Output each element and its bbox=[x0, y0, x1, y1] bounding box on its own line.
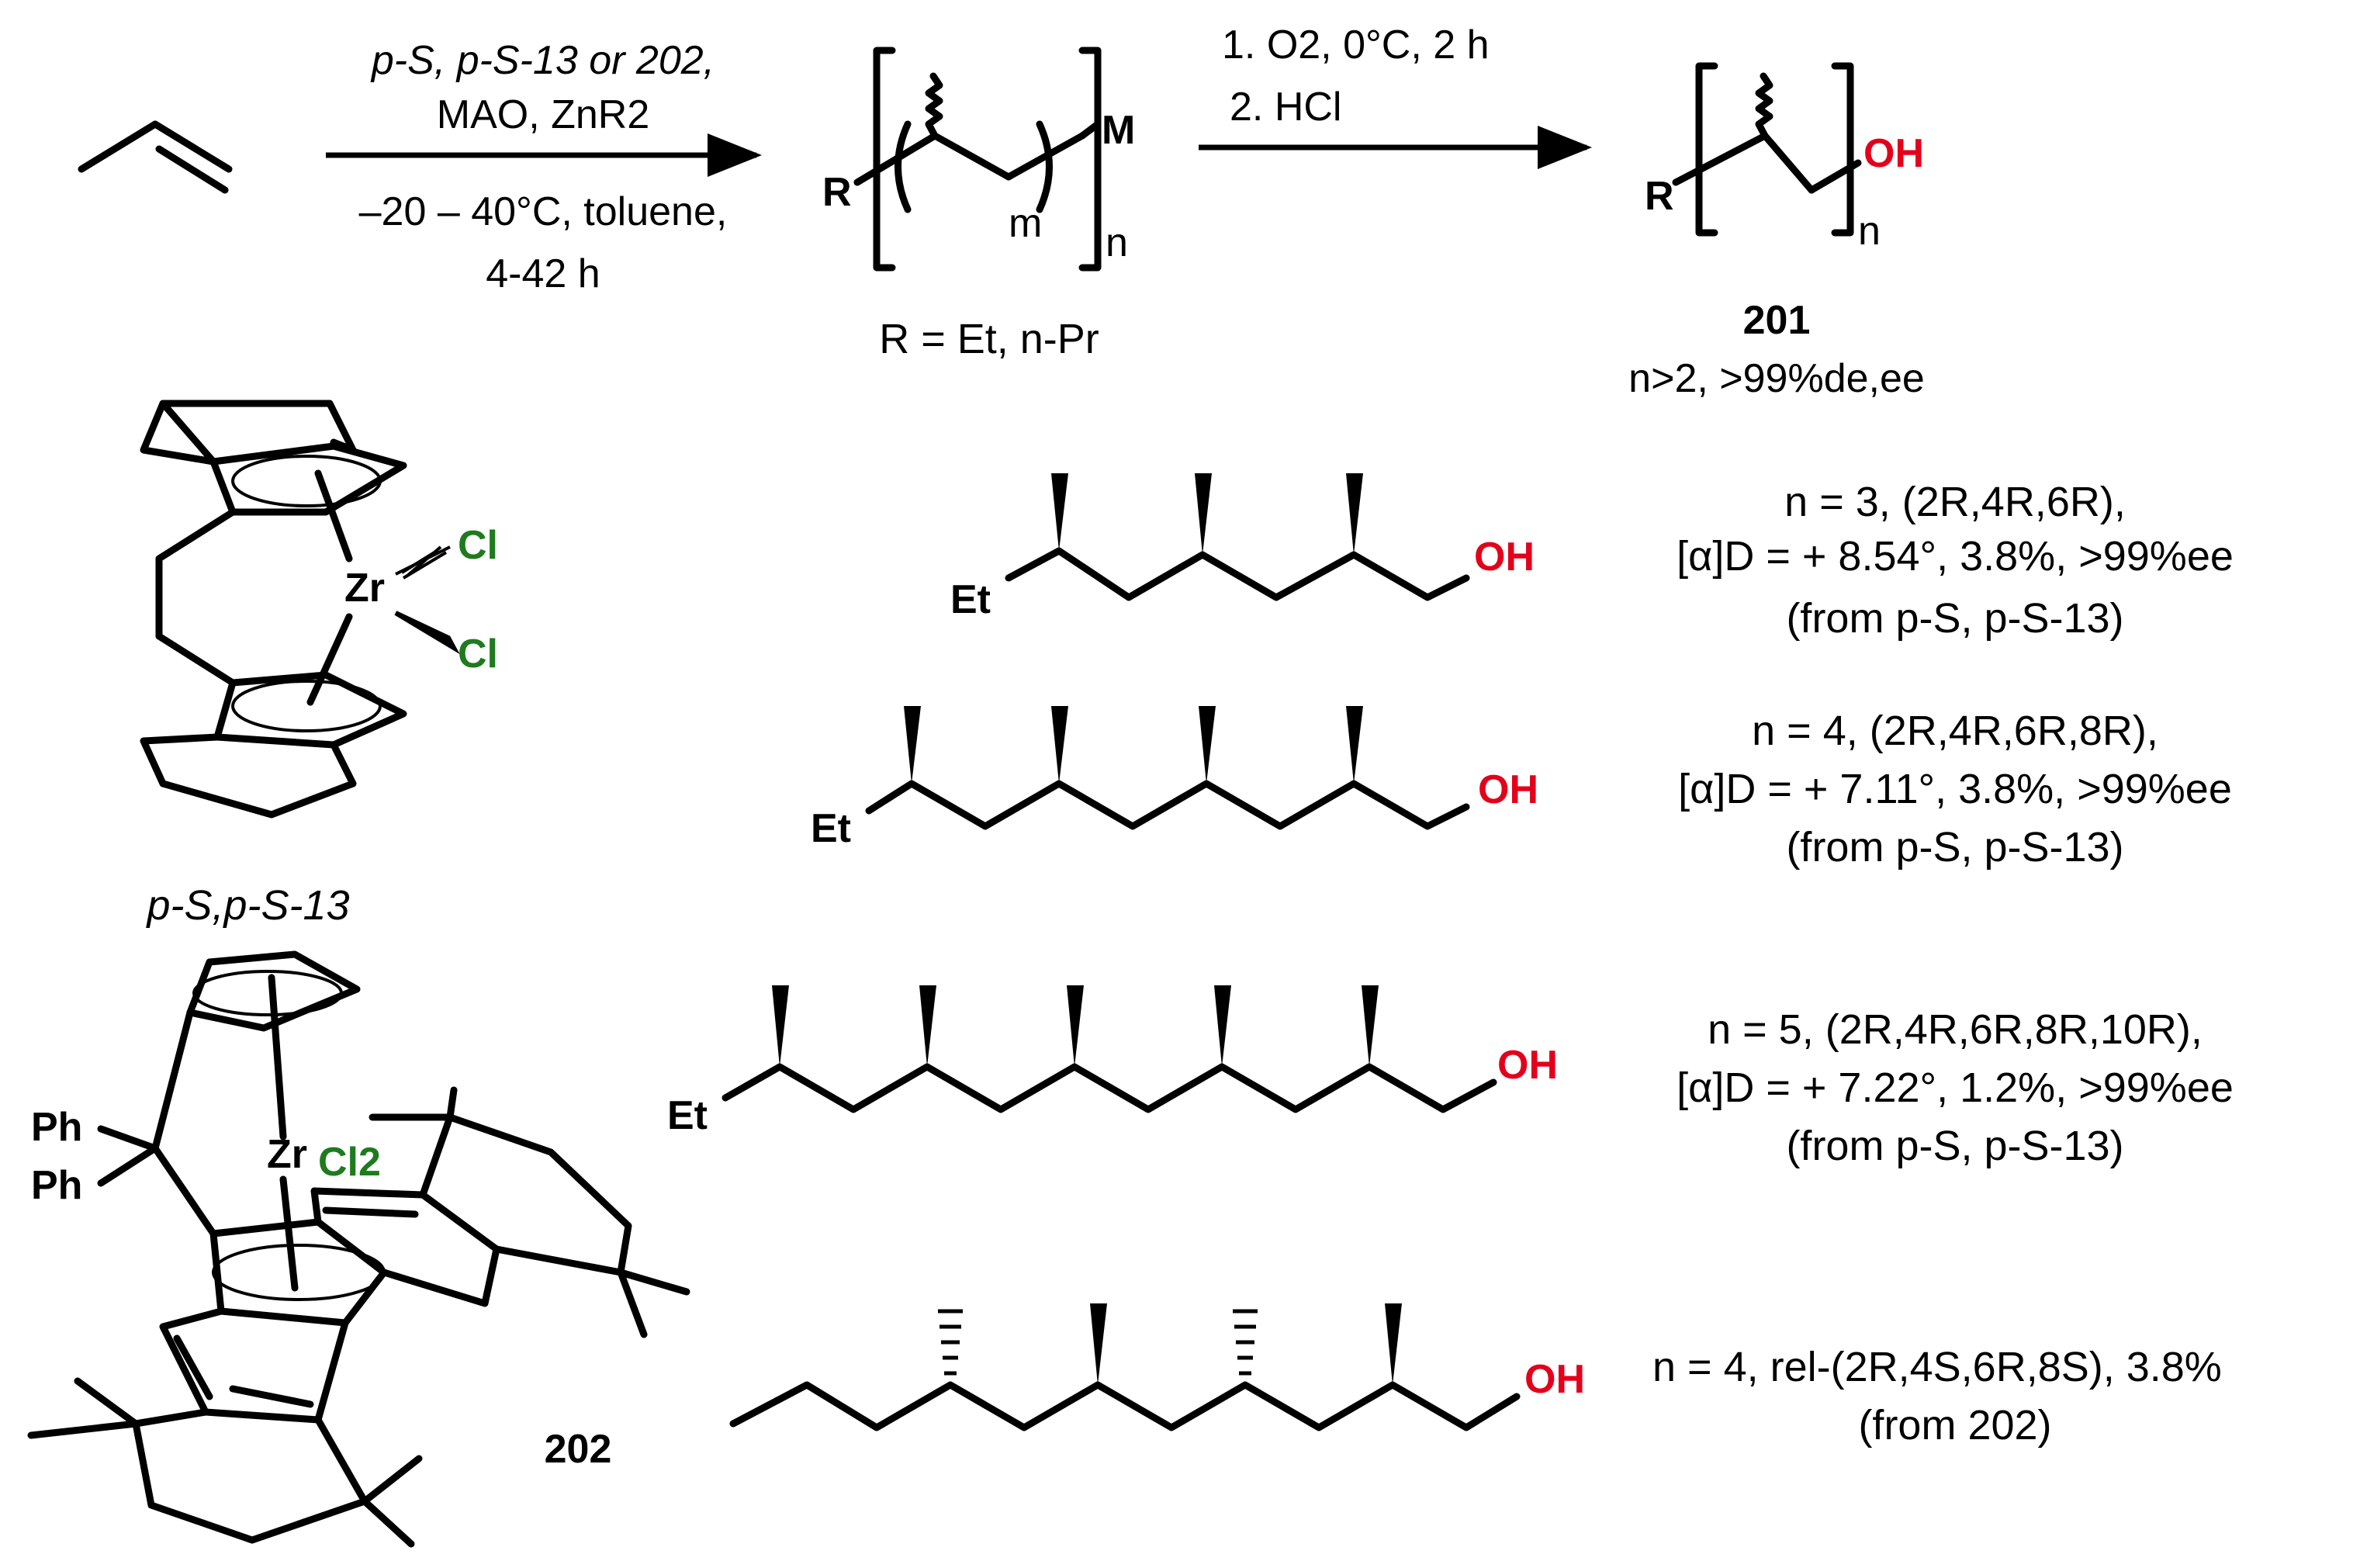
intermediate-n-index: n bbox=[1106, 220, 1128, 265]
product-n3-config: n = 3, (2R,4R,6R), bbox=[1784, 479, 2126, 525]
wedge-bond bbox=[1195, 473, 1212, 555]
reaction-arrow-2: 1. O2, 0°C, 2 h 2. HCl bbox=[1199, 22, 1592, 169]
wedge-bond bbox=[1362, 985, 1379, 1067]
product-oh-label: OH bbox=[1863, 131, 1924, 176]
product-row-n3: Et OH n = 3, (2R,4R,6R), [α]D = + 8.54°,… bbox=[950, 473, 2234, 642]
product-201: R OH n 201 n>2, >99%de,ee bbox=[1628, 62, 1925, 401]
product-n3-oh-label: OH bbox=[1474, 535, 1535, 580]
cat13-cl-label-2: Cl bbox=[458, 632, 498, 677]
product-rel-oh-label: OH bbox=[1524, 1357, 1585, 1402]
product-n5-et-label: Et bbox=[667, 1093, 708, 1138]
cat202-ph-label-2: Ph bbox=[31, 1163, 82, 1208]
product-condition: n>2, >99%de,ee bbox=[1628, 356, 1925, 401]
wedge-bond bbox=[1346, 473, 1363, 555]
product-n3-rotation: [α]D = + 8.54°, 3.8%, >99%ee bbox=[1677, 533, 2234, 580]
cat202-label: 202 bbox=[545, 1427, 612, 1472]
arrow2-step-1: 1. O2, 0°C, 2 h bbox=[1222, 22, 1490, 67]
wedge-bond bbox=[1346, 706, 1363, 784]
cat202-cl2-label: Cl2 bbox=[318, 1140, 381, 1185]
wedge-bond bbox=[1051, 706, 1068, 784]
product-row-rel: OH n = 4, rel-(2R,4S,6R,8S), 3.8% (from … bbox=[729, 1303, 2222, 1449]
arrow1-reagents-2: MAO, ZnR2 bbox=[437, 92, 650, 137]
product-n-index: n bbox=[1858, 209, 1881, 254]
wedge-bond bbox=[1090, 1303, 1107, 1385]
intermediate-m-index: m bbox=[1009, 201, 1042, 246]
product-n5-oh-label: OH bbox=[1497, 1043, 1558, 1088]
r-definition: R = Et, n-Pr bbox=[879, 316, 1099, 362]
product-row-n5: Et OH n = 5, (2R,4R,6R,8R,10R), [α]D = +… bbox=[667, 985, 2234, 1169]
wedge-bond bbox=[919, 985, 936, 1067]
intermediate-metal-label: M bbox=[1102, 108, 1135, 153]
wedge-bond bbox=[1051, 473, 1068, 551]
product-n5-source: (from p-S, p-S-13) bbox=[1786, 1123, 2123, 1169]
hashed-bond bbox=[1233, 1309, 1258, 1376]
wedge-bond bbox=[772, 985, 789, 1067]
arrow2-step-2: 2. HCl bbox=[1230, 85, 1341, 130]
cat202-ph-label-1: Ph bbox=[31, 1105, 82, 1150]
wedge-bond bbox=[1385, 1303, 1402, 1385]
product-rel-config: n = 4, rel-(2R,4S,6R,8S), 3.8% bbox=[1652, 1344, 2222, 1390]
product-n5-config: n = 5, (2R,4R,6R,8R,10R), bbox=[1708, 1006, 2203, 1053]
cat202-zr-label: Zr bbox=[267, 1132, 307, 1177]
catalyst-13: Zr Cl Cl p-S,p-S-13 bbox=[140, 400, 498, 929]
wedge-bond bbox=[904, 706, 921, 784]
hashed-bond bbox=[938, 1309, 963, 1376]
arrow1-reagents-1: p-S, p-S-13 or 202, bbox=[370, 38, 715, 83]
cat13-label: p-S,p-S-13 bbox=[145, 882, 349, 929]
arrow1-conditions-1: –20 – 40°C, toluene, bbox=[359, 189, 728, 234]
intermediate-polymer: R M m n R = Et, n-Pr bbox=[822, 47, 1135, 362]
product-rel-source: (from 202) bbox=[1858, 1402, 2051, 1449]
product-n4-source: (from p-S, p-S-13) bbox=[1786, 824, 2123, 871]
product-n3-et-label: Et bbox=[950, 577, 991, 622]
product-number: 201 bbox=[1743, 298, 1811, 343]
propene-structure bbox=[78, 120, 233, 194]
product-n4-et-label: Et bbox=[811, 806, 851, 851]
cat13-zr-label: Zr bbox=[344, 566, 385, 611]
wedge-bond bbox=[1214, 985, 1231, 1067]
arrow1-conditions-2: 4-42 h bbox=[486, 251, 600, 296]
product-row-n4: Et OH n = 4, (2R,4R,6R,8R), [α]D = + 7.1… bbox=[811, 706, 2232, 871]
catalyst-202: Ph Ph Zr Cl2 202 bbox=[27, 950, 690, 1548]
cat13-cl-label-1: Cl bbox=[458, 523, 498, 568]
reaction-arrow-1: p-S, p-S-13 or 202, MAO, ZnR2 –20 – 40°C… bbox=[326, 38, 762, 296]
product-n4-rotation: [α]D = + 7.11°, 3.8%, >99%ee bbox=[1678, 766, 2232, 812]
product-n3-source: (from p-S, p-S-13) bbox=[1786, 595, 2123, 642]
product-n5-rotation: [α]D = + 7.22°, 1.2%, >99%ee bbox=[1677, 1064, 2234, 1111]
product-n4-oh-label: OH bbox=[1478, 767, 1538, 812]
product-n4-config: n = 4, (2R,4R,6R,8R), bbox=[1752, 708, 2158, 754]
product-r-label: R bbox=[1645, 174, 1674, 219]
intermediate-r-label: R bbox=[822, 170, 852, 215]
wedge-bond bbox=[1067, 985, 1084, 1067]
wedge-bond bbox=[1199, 706, 1216, 784]
